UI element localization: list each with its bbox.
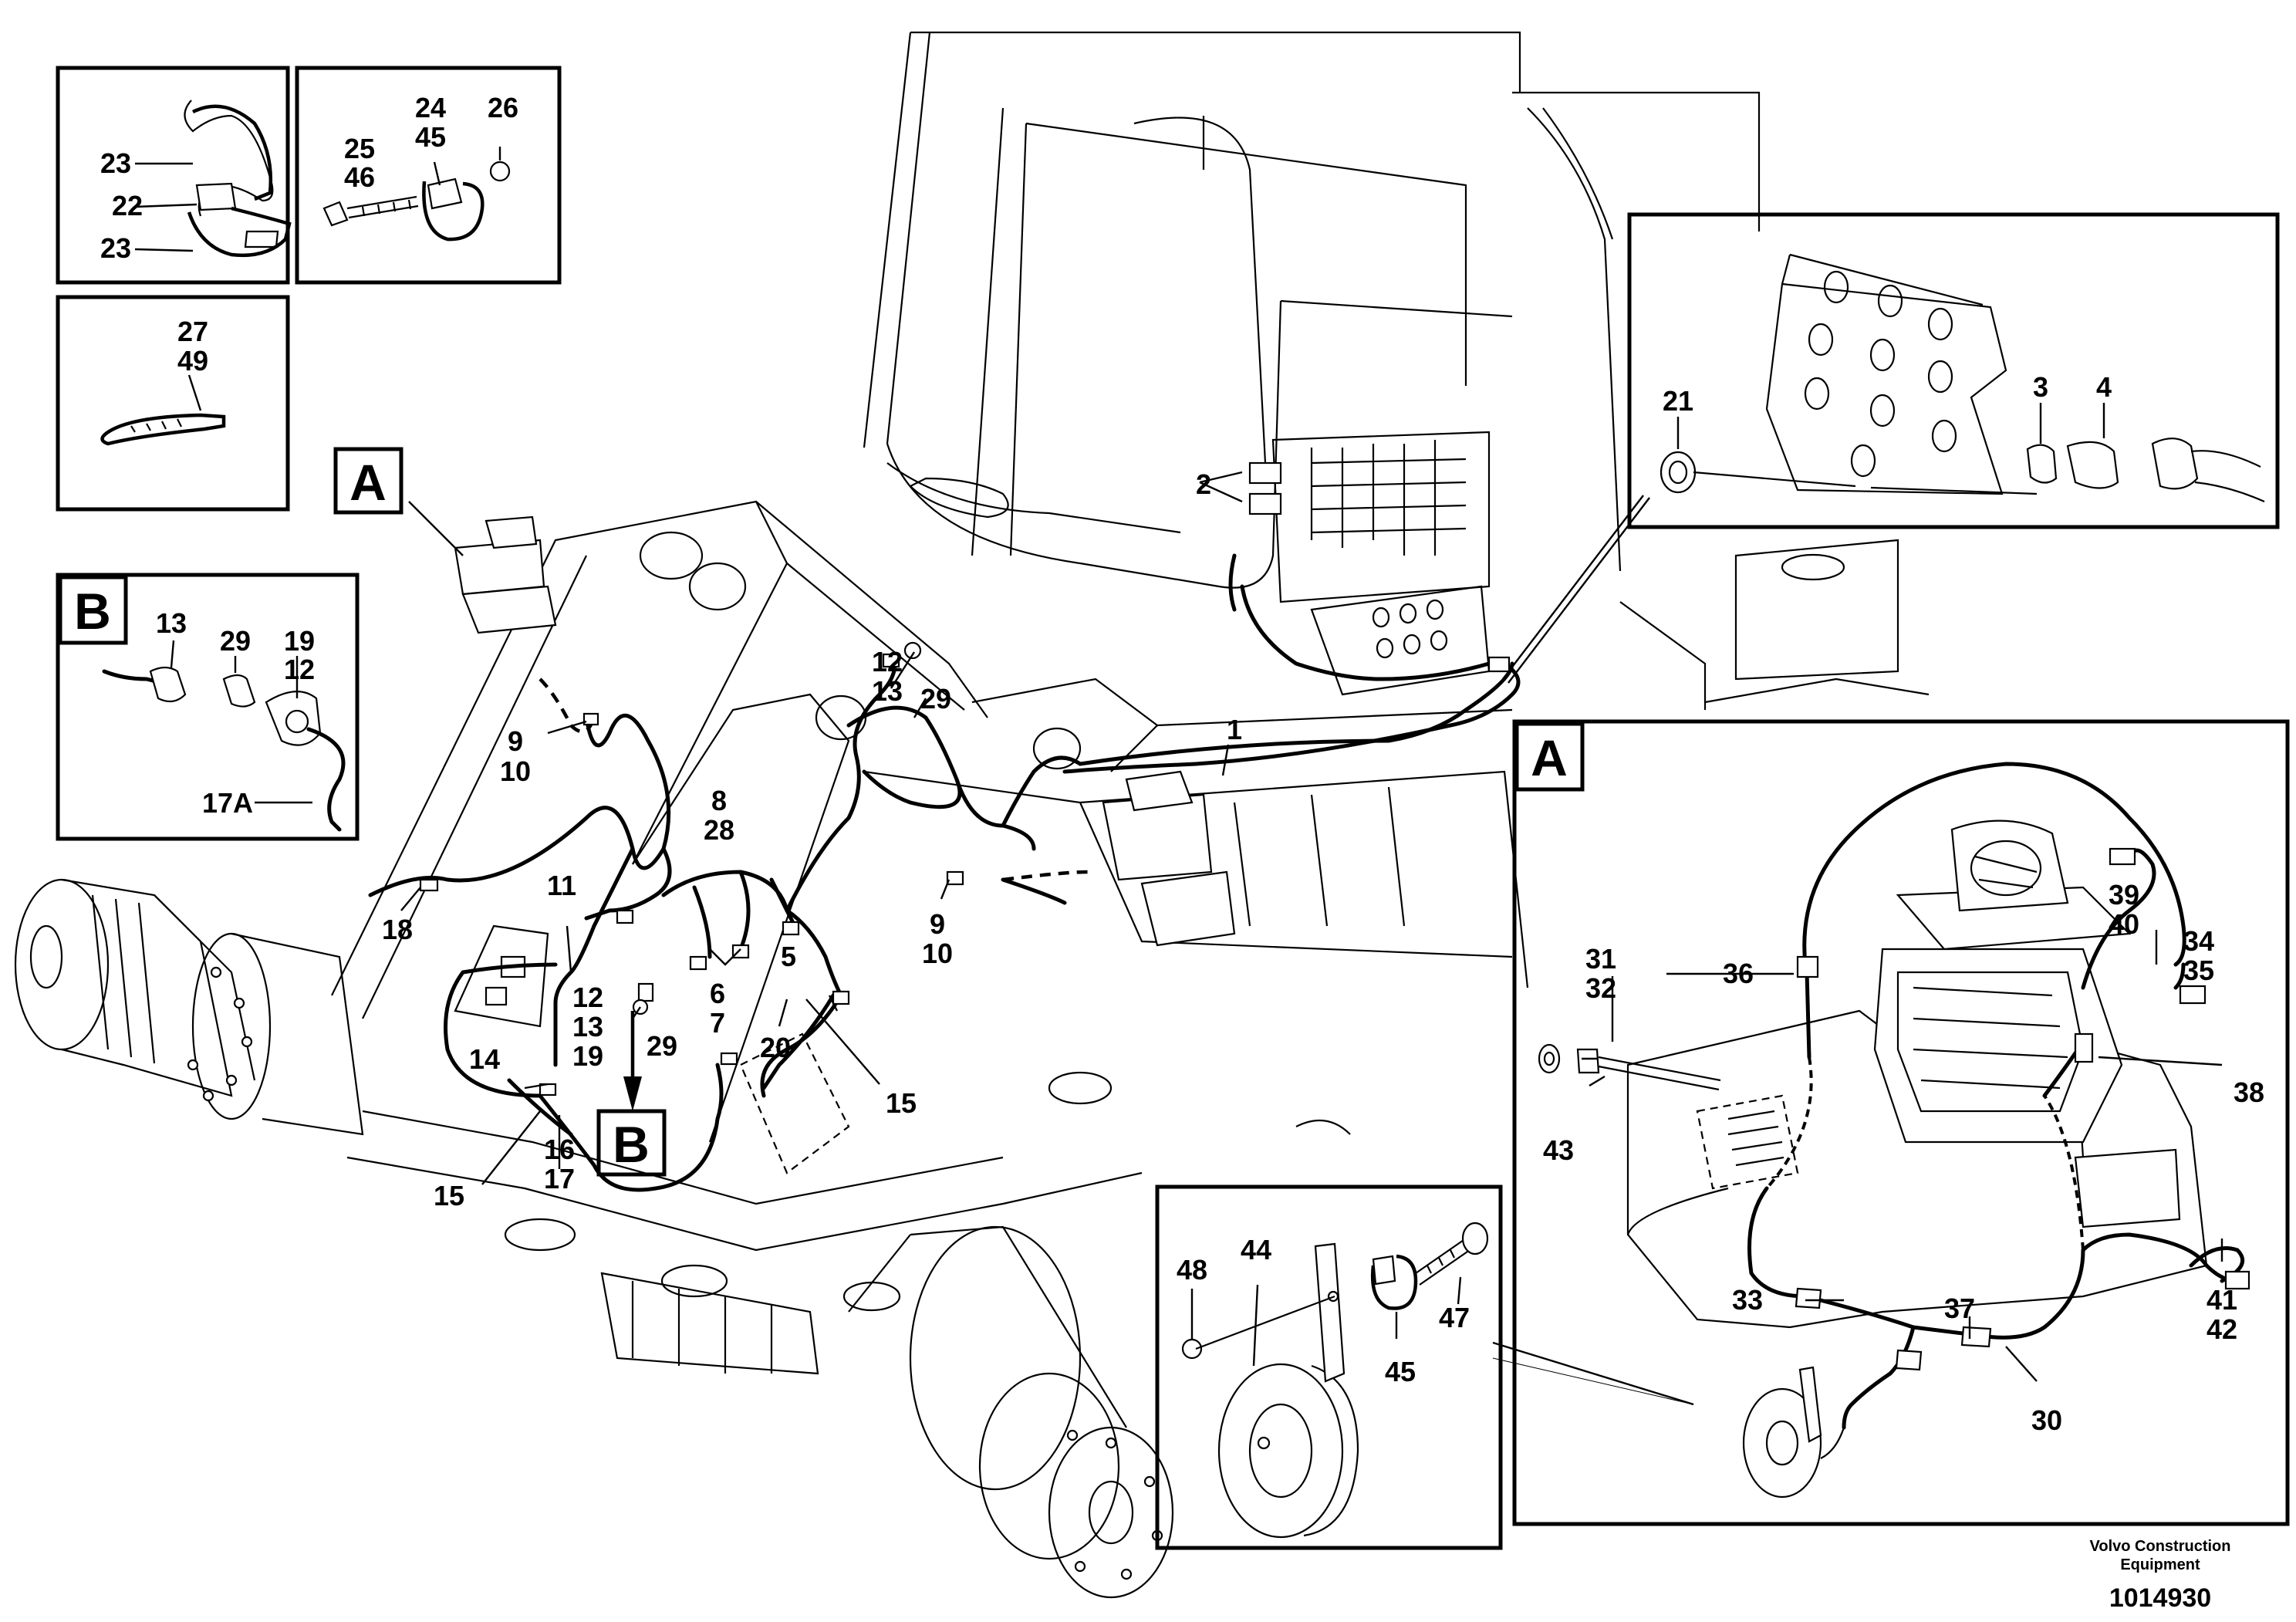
callout-23: 23 <box>100 147 131 179</box>
svg-text:B: B <box>74 583 111 640</box>
callout-33: 33 <box>1732 1284 1763 1316</box>
roof-vents <box>1696 1094 1799 1190</box>
callout-10: 10 <box>500 755 531 787</box>
callout-4: 4 <box>2096 371 2112 403</box>
callout-37: 37 <box>1944 1293 1975 1324</box>
bulkhead-holes <box>1372 599 1448 659</box>
callout-48: 48 <box>1177 1254 1207 1286</box>
callout-28: 28 <box>704 814 734 846</box>
callout-5: 5 <box>781 941 796 972</box>
callout-3: 3 <box>2033 371 2048 403</box>
view-label-B-main: B <box>596 1109 667 1177</box>
callout-17: 17 <box>544 1163 575 1195</box>
callout-27: 27 <box>177 316 208 347</box>
detail-box-horn <box>1155 1184 1503 1550</box>
svg-text:B: B <box>613 1116 650 1173</box>
detail-box-clamp <box>295 66 562 285</box>
callout-24: 24 <box>415 92 446 123</box>
callout-45: 45 <box>1385 1356 1416 1387</box>
view-label-B-detail: B <box>74 583 111 640</box>
callout-49: 49 <box>177 345 208 377</box>
callout-15: 15 <box>886 1087 917 1119</box>
callout-44: 44 <box>1241 1234 1271 1265</box>
callout-36: 36 <box>1723 958 1754 989</box>
callout-34: 34 <box>2183 925 2214 957</box>
view-label-A-main: A <box>333 447 403 515</box>
callout-32: 32 <box>1585 972 1616 1004</box>
document-number: 1014930 <box>2109 1583 2211 1613</box>
detail-box-cable-ties <box>56 66 292 285</box>
callout-35: 35 <box>2183 955 2214 986</box>
detail-box-grommet <box>1627 212 2280 529</box>
callout-46: 46 <box>344 161 375 193</box>
callout-40: 40 <box>2109 908 2139 940</box>
grommet-plate-holes <box>1804 270 1957 478</box>
callout-numbers: 23 22 23 24 45 26 25 46 27 49 13 29 19 1… <box>100 92 2264 1436</box>
callout-9: 9 <box>508 725 523 757</box>
manufacturer-name: Volvo Construction <box>2090 1538 2231 1555</box>
callout-41: 41 <box>2207 1284 2237 1316</box>
callout-21: 21 <box>1663 385 1693 417</box>
detail-box-tie-strap <box>56 295 290 512</box>
callout-11: 11 <box>547 870 576 901</box>
callout-13: 13 <box>872 675 903 707</box>
leader-lines <box>400 471 1694 1406</box>
callout-25: 25 <box>344 133 375 164</box>
left-wheel-hub <box>14 878 364 1136</box>
wiring-harness <box>368 553 1521 1192</box>
callout-6: 6 <box>710 978 725 1009</box>
callout-10: 10 <box>922 938 953 969</box>
callout-31: 31 <box>1585 943 1616 975</box>
callout-7: 7 <box>710 1007 725 1039</box>
detail-box-B <box>56 573 360 841</box>
callout-19: 19 <box>572 1040 603 1072</box>
callout-15: 15 <box>434 1180 464 1211</box>
callout-47: 47 <box>1439 1302 1470 1333</box>
callout-9: 9 <box>930 908 945 940</box>
callout-20: 20 <box>760 1032 791 1063</box>
view-label-A-detail: A <box>1531 729 1568 786</box>
callout-16: 16 <box>544 1134 575 1165</box>
callout-1: 1 <box>1227 714 1242 745</box>
svg-text:A: A <box>349 454 387 511</box>
footer: Volvo Construction Equipment 1014930 <box>2090 1538 2231 1613</box>
frame-structure <box>14 500 1529 1599</box>
callout-29: 29 <box>920 683 951 715</box>
callout-43: 43 <box>1543 1134 1574 1166</box>
detail-box-A <box>1512 719 2290 1526</box>
callout-12: 12 <box>572 982 603 1013</box>
callout-8: 8 <box>711 785 727 816</box>
callout-17A: 17A <box>202 787 253 819</box>
callout-38: 38 <box>2234 1076 2264 1108</box>
callout-39: 39 <box>2109 879 2139 911</box>
callout-30: 30 <box>2031 1404 2062 1436</box>
callout-2: 2 <box>1196 468 1211 500</box>
manufacturer-name-line2: Equipment <box>2120 1556 2200 1573</box>
callout-12: 12 <box>872 646 903 678</box>
callout-18: 18 <box>382 914 413 945</box>
callout-23: 23 <box>100 232 131 264</box>
right-wheel-hub <box>848 1225 1174 1599</box>
callout-42: 42 <box>2207 1313 2237 1345</box>
arrow-to-B <box>623 1011 642 1111</box>
callout-29: 29 <box>220 625 251 657</box>
callout-19: 19 <box>284 625 315 657</box>
callout-26: 26 <box>488 92 518 123</box>
callout-13: 13 <box>156 607 187 639</box>
callout-22: 22 <box>112 190 143 221</box>
callout-12: 12 <box>284 654 315 685</box>
callout-13: 13 <box>572 1011 603 1042</box>
cab-structure <box>863 31 1930 710</box>
callout-14: 14 <box>469 1043 500 1075</box>
callout-29: 29 <box>647 1030 677 1062</box>
callout-45: 45 <box>415 121 446 153</box>
svg-text:A: A <box>1531 729 1568 786</box>
